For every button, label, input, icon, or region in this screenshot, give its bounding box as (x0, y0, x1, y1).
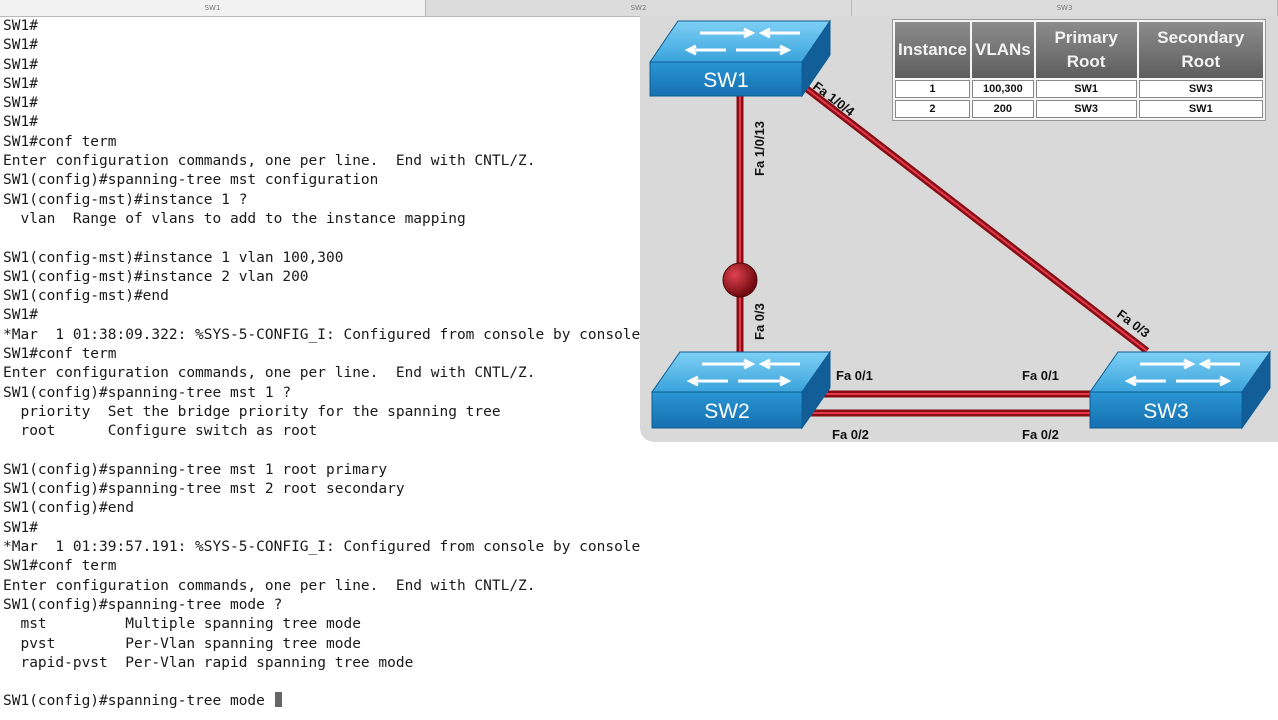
topology-diagram: SW1 SW2 SW3 (640, 16, 1278, 442)
terminal-line: mst Multiple spanning tree mode (3, 616, 361, 633)
table-cell: SW1 (1035, 80, 1137, 98)
terminal-line: SW1(config)#spanning-tree mode ? (3, 596, 283, 613)
terminal-line: SW1# (3, 56, 38, 73)
terminal-line (3, 673, 1273, 692)
terminal-line: rapid-pvst Per-Vlan rapid spanning tree … (3, 654, 414, 671)
terminal-line: SW1# (3, 307, 38, 324)
terminal-line: priority Set the bridge priority for the… (3, 403, 501, 420)
switch-sw2: SW2 (651, 350, 831, 430)
tab-sw1[interactable]: SW1 (0, 0, 426, 16)
tab-sw3[interactable]: SW3 (852, 0, 1278, 16)
terminal-line: Enter configuration commands, one per li… (3, 153, 536, 170)
table-cell: 200 (971, 100, 1034, 118)
terminal-line: SW1# (3, 75, 38, 92)
mst-instance-table: Instance VLANs Primary Root Secondary Ro… (892, 19, 1266, 121)
terminal-line: SW1(config-mst)#instance 1 ? (3, 191, 248, 208)
terminal-line: *Mar 1 01:38:09.322: %SYS-5-CONFIG_I: Co… (3, 326, 641, 343)
terminal-line: root Configure switch as root (3, 423, 318, 440)
table-row: 2 200 SW3 SW1 (895, 100, 1263, 118)
terminal-line: SW1(config-mst)#instance 2 vlan 200 (3, 268, 309, 285)
table-cell: SW3 (1138, 80, 1263, 98)
terminal-line: SW1#conf term (3, 133, 117, 150)
table-cell: 2 (895, 100, 970, 118)
terminal-line: SW1(config)#spanning-tree mst configurat… (3, 172, 379, 189)
port-label-sw3-fa0-2: Fa 0/2 (1022, 427, 1059, 442)
terminal-line: SW1(config)#spanning-tree mst 1 root pri… (3, 461, 388, 478)
terminal-line: vlan Range of vlans to add to the instan… (3, 210, 466, 227)
terminal-line: SW1# (3, 37, 38, 54)
port-label-sw3-fa0-1: Fa 0/1 (1022, 368, 1059, 383)
switch-sw3: SW3 (1089, 350, 1271, 430)
switch-arrows-icon (684, 27, 800, 56)
table-cell: 100,300 (971, 80, 1034, 98)
port-label-sw3-fa0-3: Fa 0/3 (1114, 306, 1152, 340)
terminal-cursor (274, 692, 282, 708)
table-row: 1 100,300 SW1 SW3 (895, 80, 1263, 98)
terminal-line: SW1(config)#spanning-tree mst 2 root sec… (3, 481, 405, 498)
switch-label-sw2: SW2 (704, 400, 750, 423)
table-cell: SW3 (1035, 100, 1137, 118)
terminal-line: SW1(config)#spanning-tree mode (3, 692, 1273, 711)
port-label-sw2-fa0-1: Fa 0/1 (836, 368, 873, 383)
terminal-line: SW1# (3, 114, 38, 131)
terminal-line: SW1(config-mst)#end (3, 288, 169, 305)
table-header-vlans: VLANs (971, 22, 1034, 78)
switch-sw1: SW1 (649, 19, 831, 98)
table-header-primary-root: Primary Root (1035, 22, 1137, 78)
table-header-secondary-root: Secondary Root (1138, 22, 1263, 78)
terminal-tab-bar: SW1 SW2 SW3 (0, 0, 1278, 17)
port-label-sw2-fa0-3: Fa 0/3 (752, 303, 767, 340)
port-label-sw2-fa0-2: Fa 0/2 (832, 427, 869, 442)
table-cell: 1 (895, 80, 970, 98)
switch-arrows-icon (686, 358, 800, 387)
terminal-line: pvst Per-Vlan spanning tree mode (3, 635, 361, 652)
terminal-line: SW1(config)#end (3, 500, 134, 517)
port-label-sw1-fa1-0-13: Fa 1/0/13 (752, 121, 767, 176)
terminal-line: SW1#conf term (3, 346, 117, 363)
switch-label-sw3: SW3 (1143, 400, 1189, 423)
topology-svg: SW1 SW2 SW3 (649, 19, 1271, 442)
blocked-port-indicator (722, 262, 758, 298)
terminal-line: Enter configuration commands, one per li… (3, 365, 536, 382)
switch-arrows-icon (1124, 358, 1240, 387)
terminal-line: SW1(config)#spanning-tree mst 1 ? (3, 384, 292, 401)
terminal-line: SW1#conf term (3, 558, 117, 575)
terminal-line (3, 442, 1273, 461)
terminal-line: SW1(config-mst)#instance 1 vlan 100,300 (3, 249, 344, 266)
terminal-line: SW1# (3, 95, 38, 112)
table-cell: SW1 (1138, 100, 1263, 118)
switch-label-sw1: SW1 (703, 69, 749, 92)
table-header-instance: Instance (895, 22, 970, 78)
terminal-line: SW1# (3, 18, 38, 34)
terminal-line: Enter configuration commands, one per li… (3, 577, 536, 594)
tab-sw2[interactable]: SW2 (426, 0, 852, 16)
terminal-line: *Mar 1 01:39:57.191: %SYS-5-CONFIG_I: Co… (3, 539, 641, 556)
terminal-line: SW1# (3, 519, 38, 536)
